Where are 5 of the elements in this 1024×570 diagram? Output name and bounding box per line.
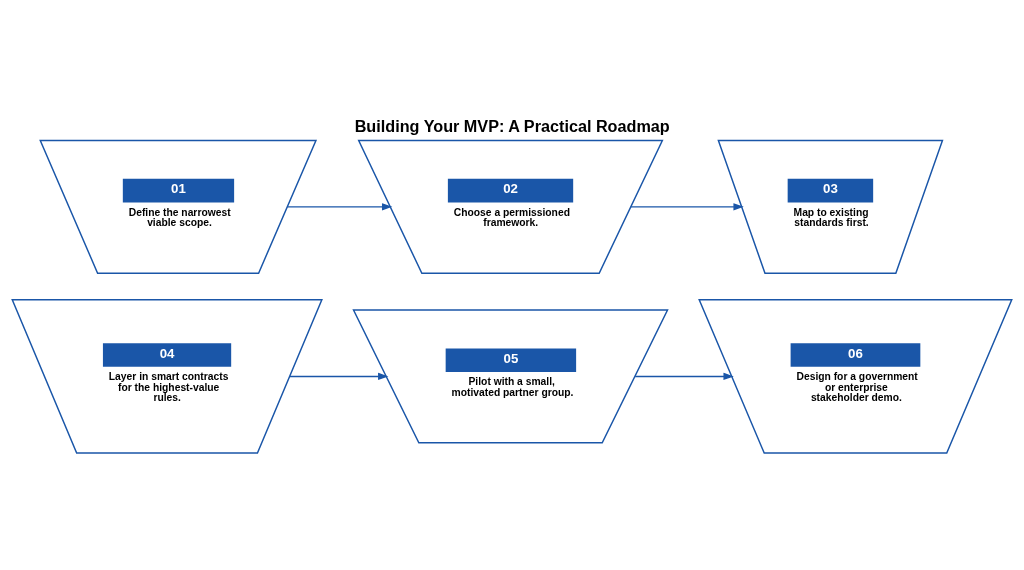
arrow [634, 372, 734, 380]
diagram-title: Building Your MVP: A Practical Roadmap [354, 117, 670, 136]
arrow [630, 203, 744, 211]
arrow [289, 372, 389, 380]
arrow [286, 203, 393, 211]
